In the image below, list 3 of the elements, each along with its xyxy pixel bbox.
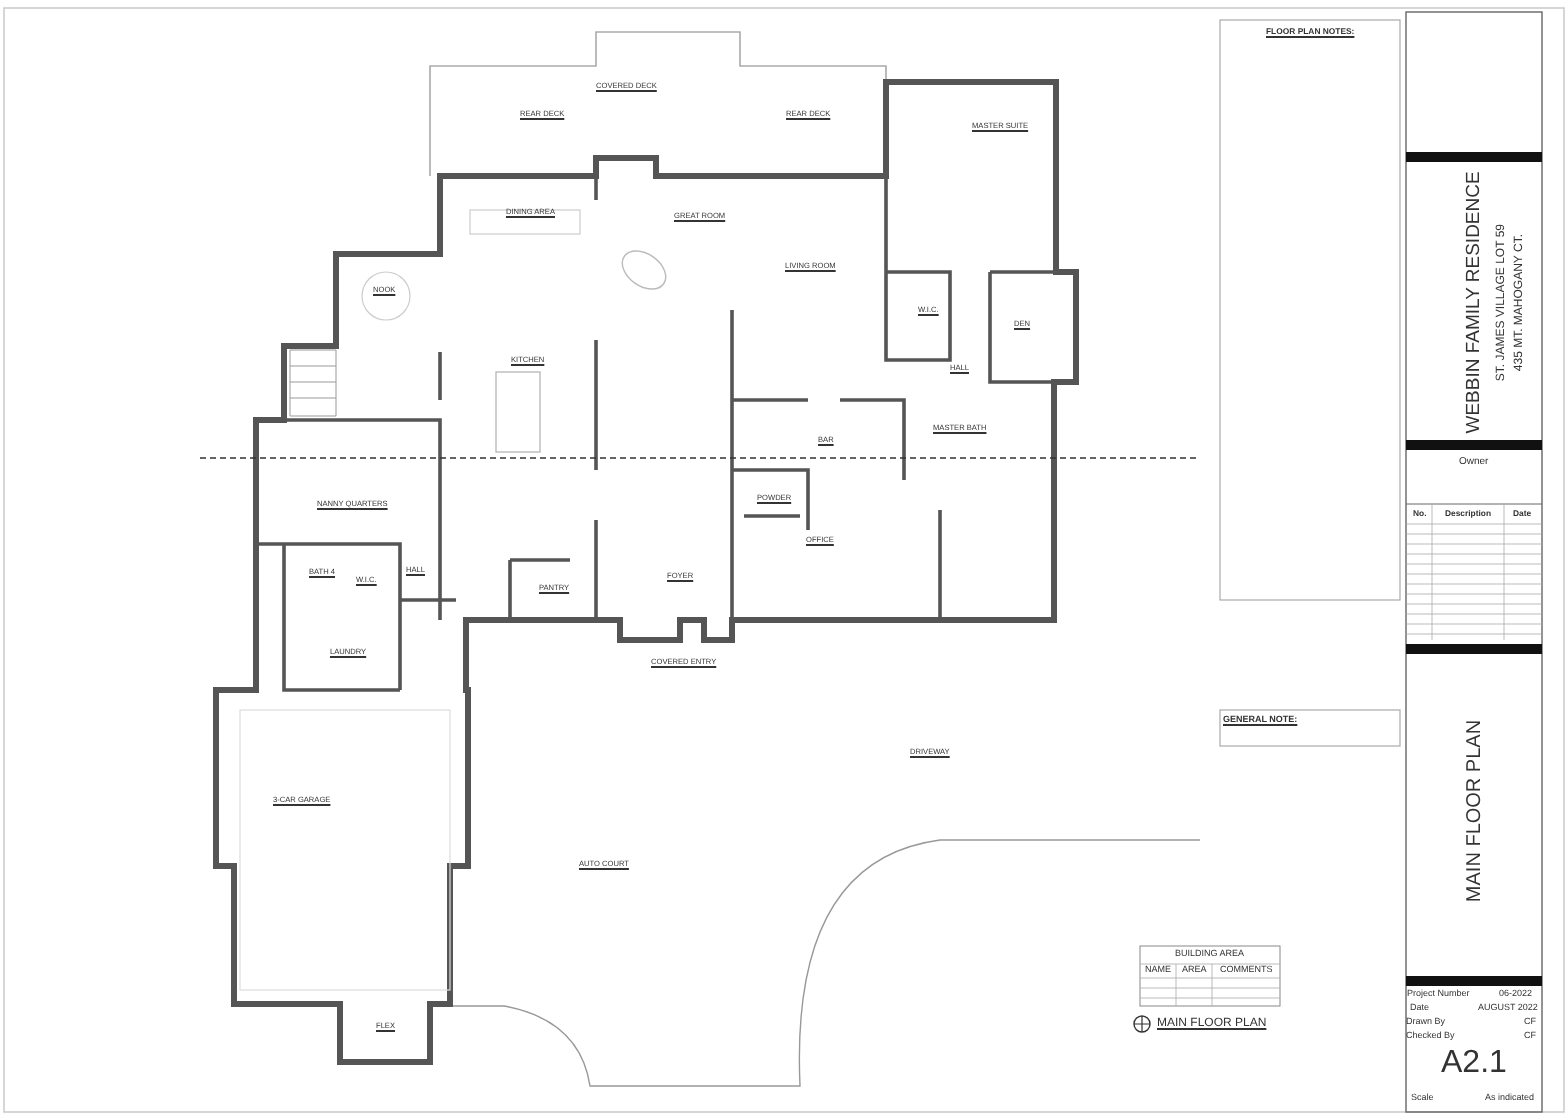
sheet-title: MAIN FLOOR PLAN [1463,718,1486,902]
sheet-number: A2.1 [1441,1046,1507,1082]
project-title: WEBBIN FAMILY RESIDENCE [1463,171,1485,434]
